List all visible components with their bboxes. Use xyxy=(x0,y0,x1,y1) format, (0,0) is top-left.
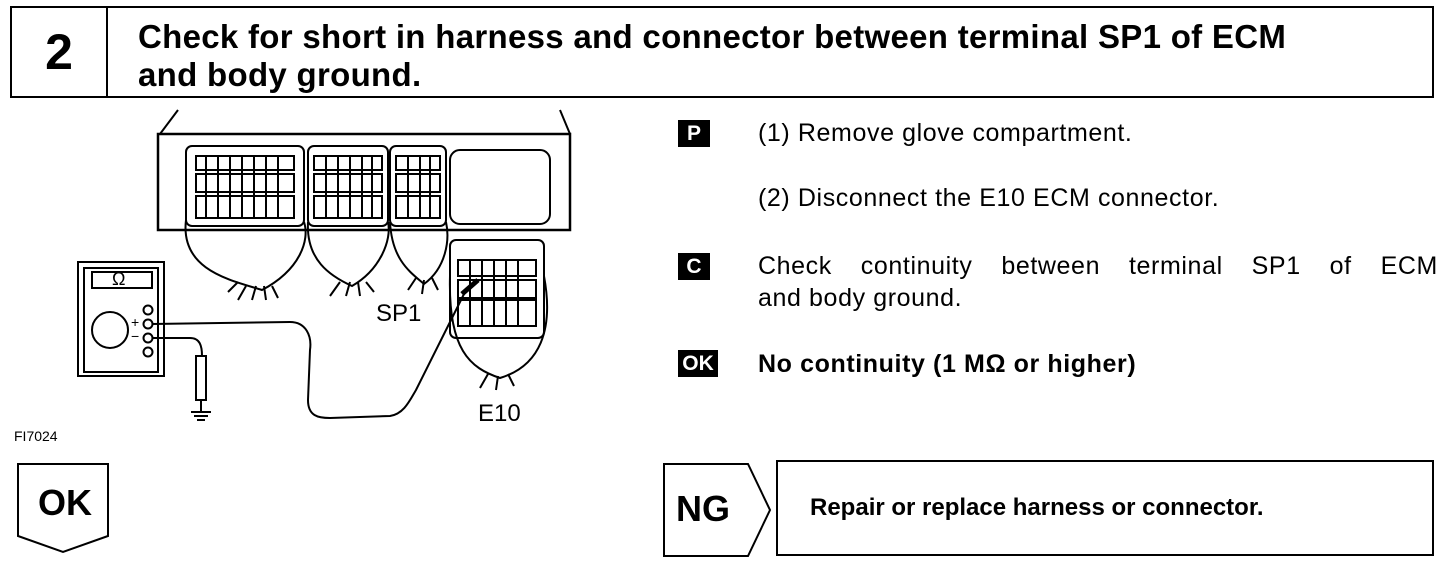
meter-ohm-symbol: Ω xyxy=(112,269,126,289)
ecm-connector-a xyxy=(185,145,305,227)
ok-arrow xyxy=(17,463,109,554)
e10-label: E10 xyxy=(478,400,521,427)
ok-criteria: No continuity (1 MΩ or higher) xyxy=(758,350,1137,378)
harness-loop-c xyxy=(389,221,449,286)
probe-negative xyxy=(195,355,207,401)
step-title-line1: Check for short in harness and connector… xyxy=(138,18,1287,55)
ecm-housing xyxy=(159,109,571,135)
ng-action-box: Repair or replace harness or connector. xyxy=(776,460,1434,556)
ecm-blank-slot xyxy=(449,149,551,225)
test-lead-negative xyxy=(152,337,203,357)
prepare-step-2: (2) Disconnect the E10 ECM connector. xyxy=(758,184,1220,212)
connector-illustration xyxy=(77,109,572,421)
harness-loop-a xyxy=(184,219,307,292)
ecm-connector-c xyxy=(389,145,447,227)
check-text-line1: Check continuity between terminal SP1 of… xyxy=(758,252,1438,280)
ground-symbol xyxy=(191,400,211,421)
ecm-connector-b xyxy=(307,145,389,227)
ok-label: OK xyxy=(38,482,92,523)
harness-loop-b xyxy=(306,221,390,288)
figure-code: FI7024 xyxy=(14,428,58,444)
meter-plus-label: + xyxy=(131,314,140,330)
e10-connector xyxy=(448,239,548,391)
ok-tag: OK xyxy=(678,350,718,377)
check-text-line2: and body ground. xyxy=(758,284,963,312)
check-text: Check continuity between terminal SP1 of… xyxy=(758,250,1438,314)
meter-minus-label: − xyxy=(131,328,140,344)
test-lead-positive xyxy=(151,289,467,420)
probe-positive xyxy=(460,278,480,296)
prepare-tag: P xyxy=(678,120,710,147)
step-title-line2: and body ground. xyxy=(138,56,422,93)
ng-label: NG xyxy=(676,488,730,529)
prepare-step-1: (1) Remove glove compartment. xyxy=(758,119,1133,147)
ng-action-text: Repair or replace harness or connector. xyxy=(810,494,1264,521)
sp1-label: SP1 xyxy=(376,300,422,327)
ng-arrow xyxy=(663,463,772,557)
step-title: Check for short in harness and connector… xyxy=(138,18,1418,94)
step-header: 2 Check for short in harness and connect… xyxy=(10,6,1434,98)
step-number: 2 xyxy=(12,8,108,96)
check-tag: C xyxy=(678,253,710,280)
ecm-body xyxy=(156,132,572,232)
